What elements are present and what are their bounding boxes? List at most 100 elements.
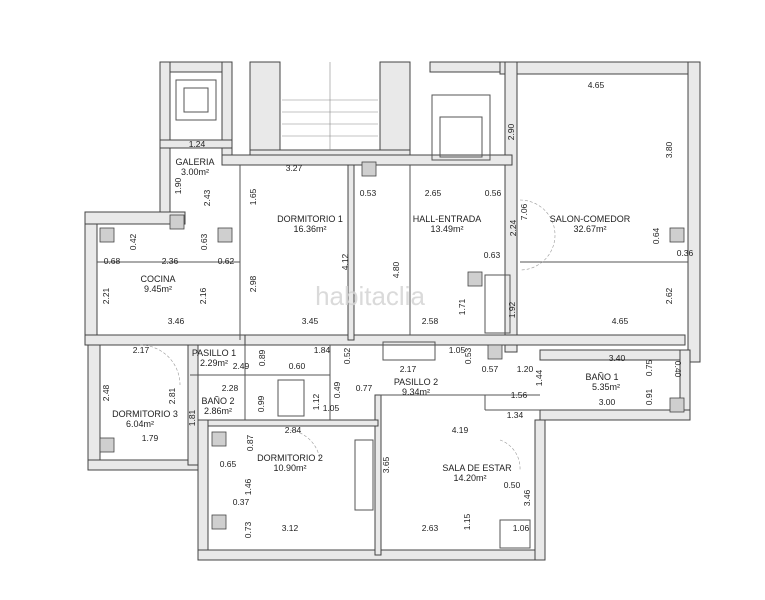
dim-label: 2.98 — [248, 275, 258, 292]
room-salon-area: 32.67m² — [573, 224, 606, 234]
wall — [84, 211, 98, 343]
dim-label: 1.92 — [507, 301, 517, 318]
dim-label: 1.79 — [142, 433, 159, 443]
wall — [84, 334, 246, 346]
wall — [249, 61, 281, 159]
dim-label: 2.16 — [198, 287, 208, 304]
closet — [484, 274, 511, 334]
dim-label: 3.46 — [522, 489, 532, 506]
dim-label: 2.48 — [101, 384, 111, 401]
closet — [354, 439, 374, 511]
dim-label: 2.17 — [400, 364, 417, 374]
room-pasillo2-name: PASILLO 2 — [394, 377, 438, 387]
wall — [187, 344, 199, 466]
wall — [159, 139, 233, 149]
wall — [374, 394, 382, 556]
pillar — [211, 431, 227, 447]
dim-label: 2.24 — [508, 219, 518, 236]
dim-label: 0.52 — [342, 347, 352, 364]
dim-label: 1.12 — [311, 393, 321, 410]
watermark: habitaclia — [315, 281, 425, 311]
dim-label: 0.73 — [243, 521, 253, 538]
dim-label: 2.65 — [425, 188, 442, 198]
room-bano2-area: 2.86m² — [204, 406, 232, 416]
dim-label: 0.56 — [485, 188, 502, 198]
dim-label: 0.89 — [257, 349, 267, 366]
dim-label: 1.71 — [457, 298, 467, 315]
dim-label: 3.45 — [302, 316, 319, 326]
pillar — [669, 397, 685, 413]
dim-label: 1.06 — [513, 523, 530, 533]
dim-label: 0.60 — [289, 361, 306, 371]
pillar — [217, 227, 233, 243]
wall — [379, 61, 411, 159]
room-bano1-name: BAÑO 1 — [585, 372, 618, 382]
dim-label: 0.63 — [484, 250, 501, 260]
room-dormitorio2-name: DORMITORIO 2 — [257, 453, 323, 463]
dim-label: 0.49 — [332, 381, 342, 398]
pillar — [169, 214, 185, 230]
room-dormitorio3-name: DORMITORIO 3 — [112, 409, 178, 419]
pillar — [99, 227, 115, 243]
dim-label: 0.63 — [199, 233, 209, 250]
wall — [244, 334, 686, 346]
wall — [539, 409, 691, 421]
dim-label: 0.65 — [220, 459, 237, 469]
wall — [159, 61, 233, 73]
dim-label: 3.27 — [286, 163, 303, 173]
room-sala-area: 14.20m² — [453, 473, 486, 483]
dim-label: 2.43 — [202, 189, 212, 206]
dim-label: 1.44 — [534, 369, 544, 386]
dim-label: 1.20 — [517, 364, 534, 374]
dim-label: 2.17 — [133, 345, 150, 355]
wall — [87, 344, 101, 471]
interior-lines — [97, 62, 688, 549]
closet — [382, 341, 436, 361]
dim-label: 0.75 — [644, 359, 654, 376]
dim-label: 3.00 — [599, 397, 616, 407]
room-pasillo1-area: 2.29m² — [200, 358, 228, 368]
door-swing — [289, 429, 321, 461]
dim-label: 4.12 — [340, 253, 350, 270]
pillar — [669, 227, 685, 243]
room-galeria-area: 3.00m² — [181, 167, 209, 177]
dim-label: 0.68 — [104, 256, 121, 266]
dim-label: 2.28 — [222, 383, 239, 393]
dimensions-vertical: 2.90 3.80 1.90 1.65 2.43 7.06 2.24 0.64 … — [101, 123, 683, 538]
wall — [84, 211, 186, 225]
room-salon-name: SALON-COMEDOR — [550, 214, 631, 224]
dim-label: 1.46 — [243, 478, 253, 495]
dim-label: 2.49 — [233, 361, 250, 371]
wall — [499, 61, 701, 75]
dim-label: 0.53 — [360, 188, 377, 198]
wall — [687, 61, 701, 363]
duct — [431, 94, 491, 161]
room-galeria-name: GALERIA — [175, 157, 214, 167]
cabinet — [499, 519, 531, 549]
dim-label: 0.42 — [128, 233, 138, 250]
shower — [277, 379, 305, 417]
dim-label: 1.15 — [462, 513, 472, 530]
dim-label: 3.40 — [609, 353, 626, 363]
wall — [197, 549, 544, 561]
lift-cabin — [183, 87, 209, 113]
dim-label: 0.57 — [482, 364, 499, 374]
dim-label: 1.05 — [323, 403, 340, 413]
dim-label: 0.37 — [233, 497, 250, 507]
dim-label: 3.65 — [381, 456, 391, 473]
room-pasillo2-area: 9.34m² — [402, 387, 430, 397]
dim-label: 0.87 — [245, 434, 255, 451]
room-dormitorio1-area: 16.36m² — [293, 224, 326, 234]
room-cocina-name: COCINA — [140, 274, 175, 284]
door-swing — [139, 344, 181, 386]
pillar — [467, 271, 483, 287]
dim-label: 4.65 — [588, 80, 605, 90]
pillar — [361, 161, 377, 177]
dim-label: 3.46 — [168, 316, 185, 326]
pillar — [99, 437, 115, 453]
dim-label: 2.62 — [664, 287, 674, 304]
dim-label: 3.80 — [664, 141, 674, 158]
room-cocina-area: 9.45m² — [144, 284, 172, 294]
dim-label: 2.58 — [422, 316, 439, 326]
wall — [207, 419, 379, 427]
